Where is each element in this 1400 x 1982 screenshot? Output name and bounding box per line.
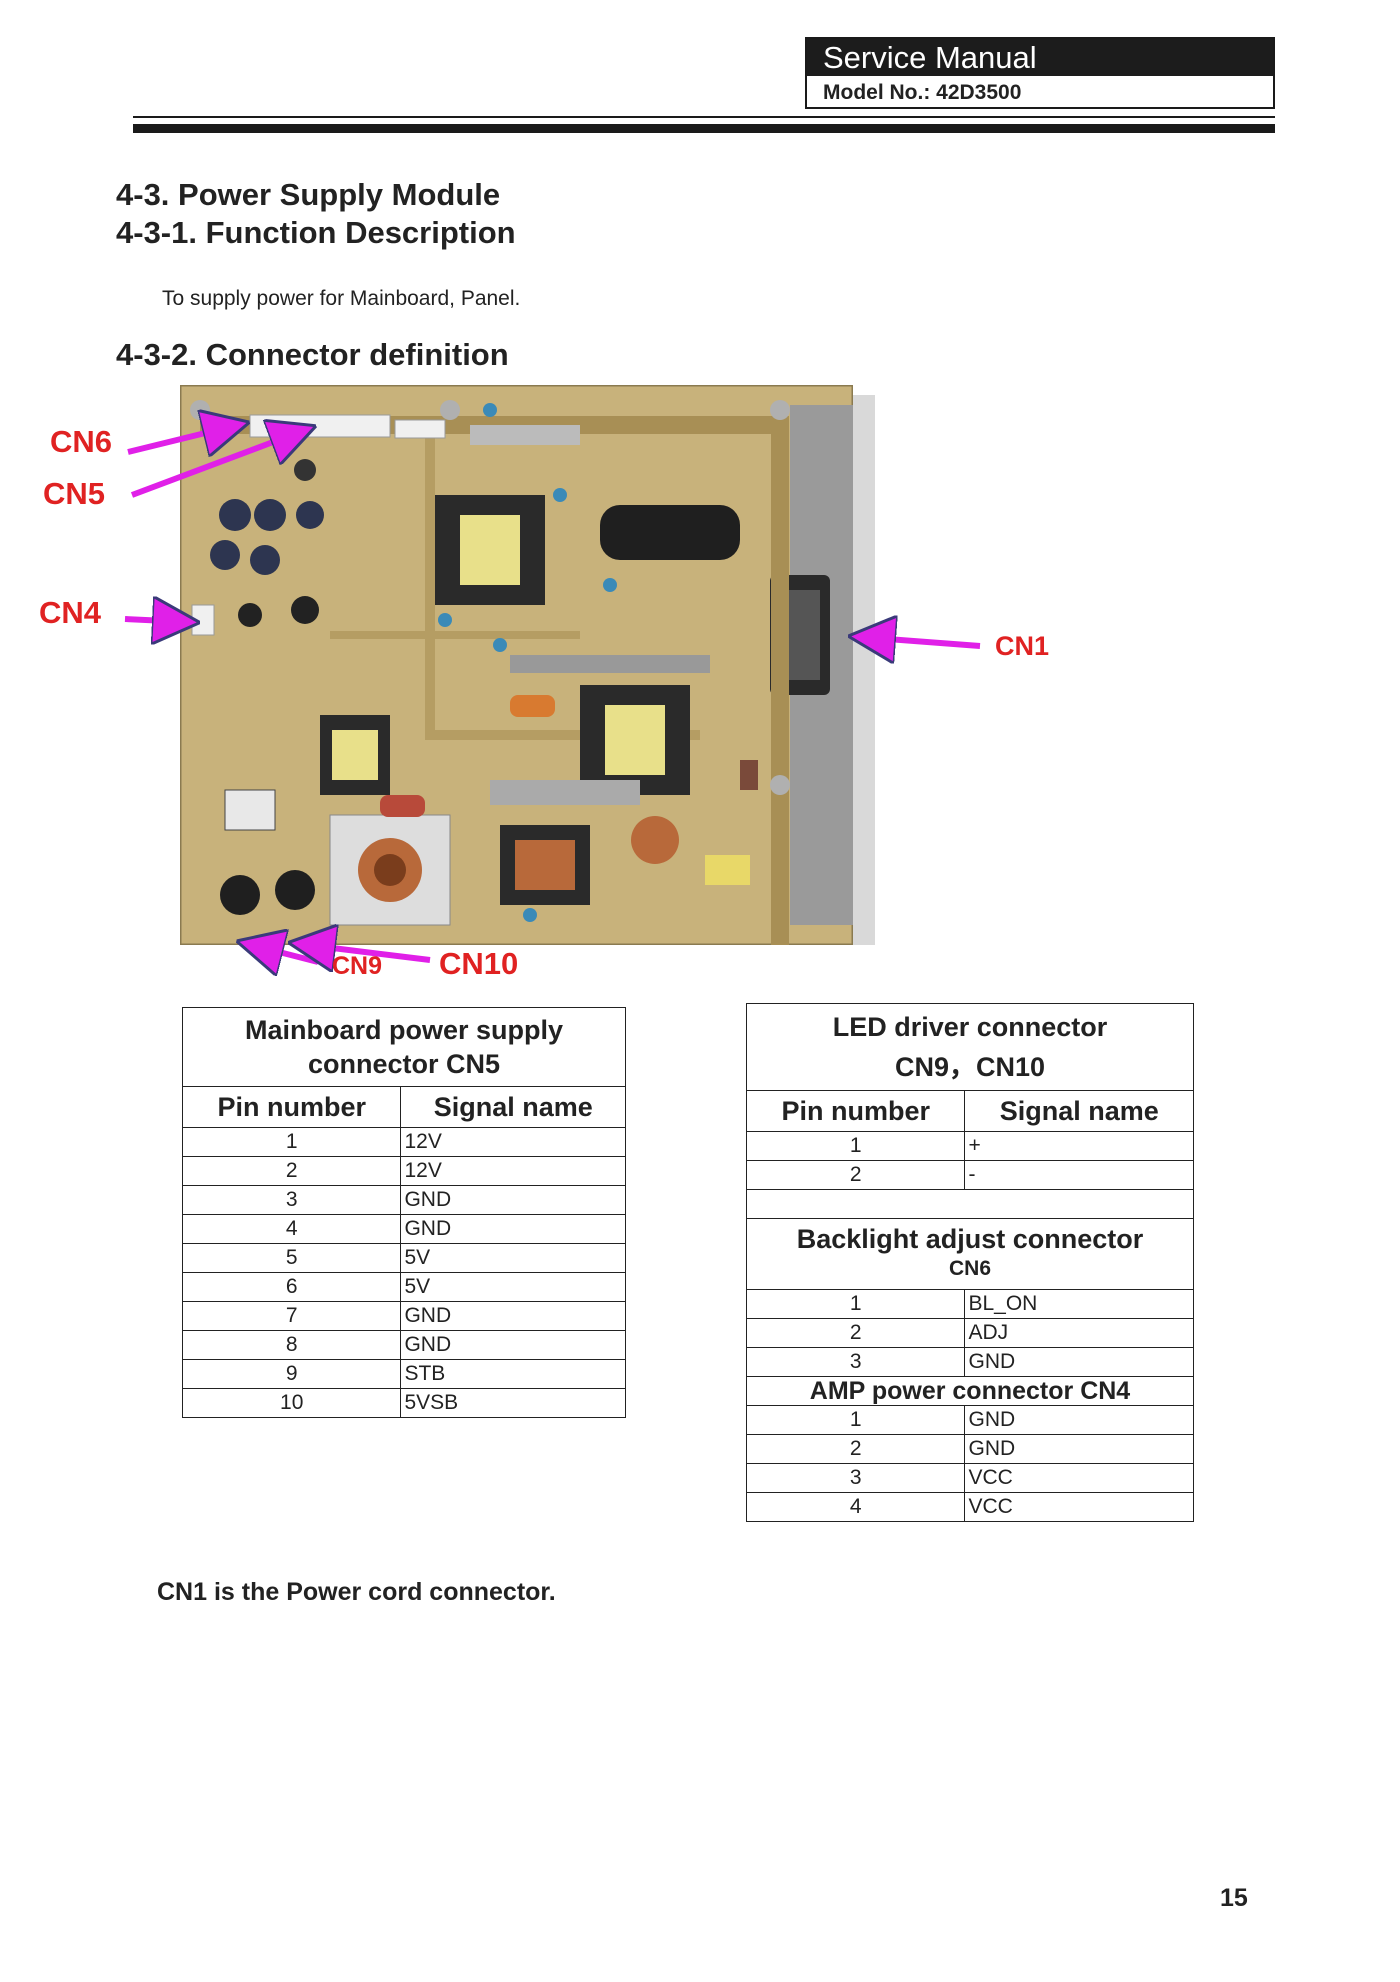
signal-cell: GND	[400, 1301, 626, 1331]
pin-cell: 2	[181, 1156, 402, 1186]
amp-section-title: AMP power connector CN4	[746, 1376, 1194, 1406]
header-rule-thick	[133, 124, 1275, 133]
power-board-photo	[180, 385, 853, 945]
arrow-cn9	[248, 944, 319, 962]
pin-cell: 3	[745, 1463, 966, 1493]
pin-cell: 7	[181, 1301, 402, 1331]
signal-cell: +	[964, 1131, 1194, 1161]
pin-cell: 5	[181, 1243, 402, 1273]
table-cn5-title-line1: Mainboard power supply	[244, 1015, 564, 1045]
signal-cell: 12V	[400, 1127, 626, 1157]
signal-cell: BL_ON	[964, 1289, 1194, 1319]
signal-cell: GND	[964, 1347, 1194, 1377]
backlight-section-title: Backlight adjust connector CN6	[746, 1218, 1194, 1290]
label-cn1: CN1	[995, 631, 1050, 661]
pin-cell: 1	[745, 1131, 966, 1161]
section-heading-connector: 4-3-2. Connector definition	[116, 337, 509, 372]
pin-cell: 9	[181, 1359, 402, 1389]
signal-cell: 5V	[400, 1272, 626, 1302]
section-heading-function: 4-3-1. Function Description	[116, 215, 516, 250]
label-cn9: CN9	[332, 952, 383, 980]
section-heading-power-supply: 4-3. Power Supply Module	[116, 177, 501, 212]
signal-cell: 5V	[400, 1243, 626, 1273]
pin-cell: 2	[745, 1434, 966, 1464]
signal-cell: VCC	[964, 1463, 1194, 1493]
table-cn5-title-line2: connector CN5	[307, 1049, 501, 1079]
table-led-header-signal: Signal name	[964, 1090, 1194, 1132]
function-description: To supply power for Mainboard, Panel.	[162, 287, 521, 310]
signal-cell: STB	[400, 1359, 626, 1389]
arrow-cn1	[860, 637, 981, 646]
label-cn5: CN5	[43, 476, 106, 511]
signal-cell: -	[964, 1160, 1194, 1190]
table-led-title: LED driver connector CN9，CN10	[746, 1003, 1194, 1091]
table-led-title-line1: LED driver connector	[832, 1012, 1108, 1042]
signal-cell: GND	[400, 1214, 626, 1244]
table-spacer-row	[746, 1189, 1194, 1219]
pin-cell: 4	[745, 1492, 966, 1522]
pin-cell: 10	[181, 1388, 402, 1418]
pin-cell: 4	[181, 1214, 402, 1244]
pin-cell: 2	[745, 1318, 966, 1348]
signal-cell: 12V	[400, 1156, 626, 1186]
backlight-subtitle: CN6	[948, 1257, 991, 1280]
backlight-title: Backlight adjust connector	[796, 1224, 1144, 1254]
model-number: Model No.: 42D3500	[823, 81, 1022, 104]
table-cn5-header-pin: Pin number	[181, 1086, 402, 1128]
pin-cell: 6	[181, 1272, 402, 1302]
label-cn10: CN10	[439, 946, 519, 981]
pin-cell: 1	[181, 1127, 402, 1157]
pin-cell: 1	[745, 1289, 966, 1319]
page-number: 15	[1220, 1884, 1248, 1912]
pin-cell: 1	[745, 1405, 966, 1435]
table-cn5: Mainboard power supply connector CN5 Pin…	[181, 1007, 626, 1418]
signal-cell: ADJ	[964, 1318, 1194, 1348]
header-box	[805, 37, 1275, 109]
power-cord-note: CN1 is the Power cord connector.	[157, 1578, 556, 1606]
table-led-title-line2: CN9，CN10	[894, 1052, 1046, 1082]
pin-cell: 2	[745, 1160, 966, 1190]
table-row: 2-	[745, 1160, 1194, 1190]
table-led-header-pin: Pin number	[745, 1090, 966, 1132]
pin-cell: 3	[181, 1185, 402, 1215]
table-row: 1+	[745, 1131, 1194, 1161]
manual-title: Service Manual	[807, 39, 1273, 76]
table-led-driver: LED driver connector CN9，CN10 Pin number…	[745, 1003, 1194, 1522]
pin-cell: 8	[181, 1330, 402, 1360]
pin-cell: 3	[745, 1347, 966, 1377]
header-rule-thin	[133, 116, 1275, 118]
table-cn5-title: Mainboard power supply connector CN5	[182, 1007, 626, 1087]
power-board-illustration	[180, 385, 853, 945]
table-cn5-header-signal: Signal name	[400, 1086, 626, 1128]
label-cn4: CN4	[39, 595, 102, 630]
arrow-cn4	[124, 619, 188, 622]
signal-cell: GND	[400, 1185, 626, 1215]
signal-cell: VCC	[964, 1492, 1194, 1522]
signal-cell: 5VSB	[400, 1388, 626, 1418]
signal-cell: GND	[964, 1405, 1194, 1435]
label-cn6: CN6	[50, 424, 113, 459]
chassis-edge	[853, 395, 875, 945]
signal-cell: GND	[964, 1434, 1194, 1464]
signal-cell: GND	[400, 1330, 626, 1360]
